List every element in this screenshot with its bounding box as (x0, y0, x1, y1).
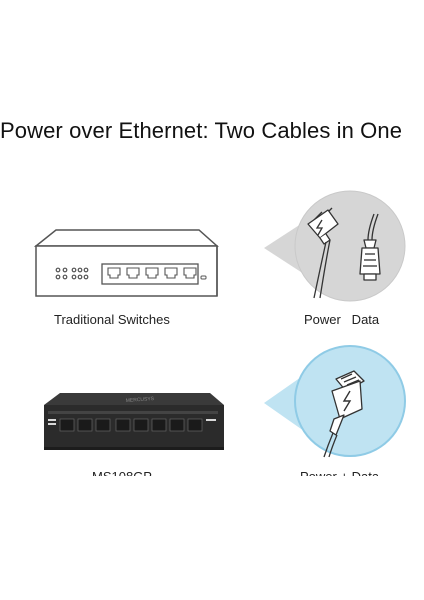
power-data-label: Power Data (304, 312, 380, 327)
ms108gp-switch-illustration: MERCUSYS (44, 393, 224, 450)
power-plus-data-cable-icon (264, 345, 406, 458)
power-data-cables-icon (264, 190, 406, 302)
bottom-crop-area (0, 476, 424, 600)
traditional-switches-label: Traditional Switches (54, 312, 170, 327)
svg-text:MERCUSYS: MERCUSYS (126, 396, 155, 404)
traditional-switch-illustration (33, 229, 219, 297)
page-headline: Power over Ethernet: Two Cables in One (0, 118, 403, 143)
